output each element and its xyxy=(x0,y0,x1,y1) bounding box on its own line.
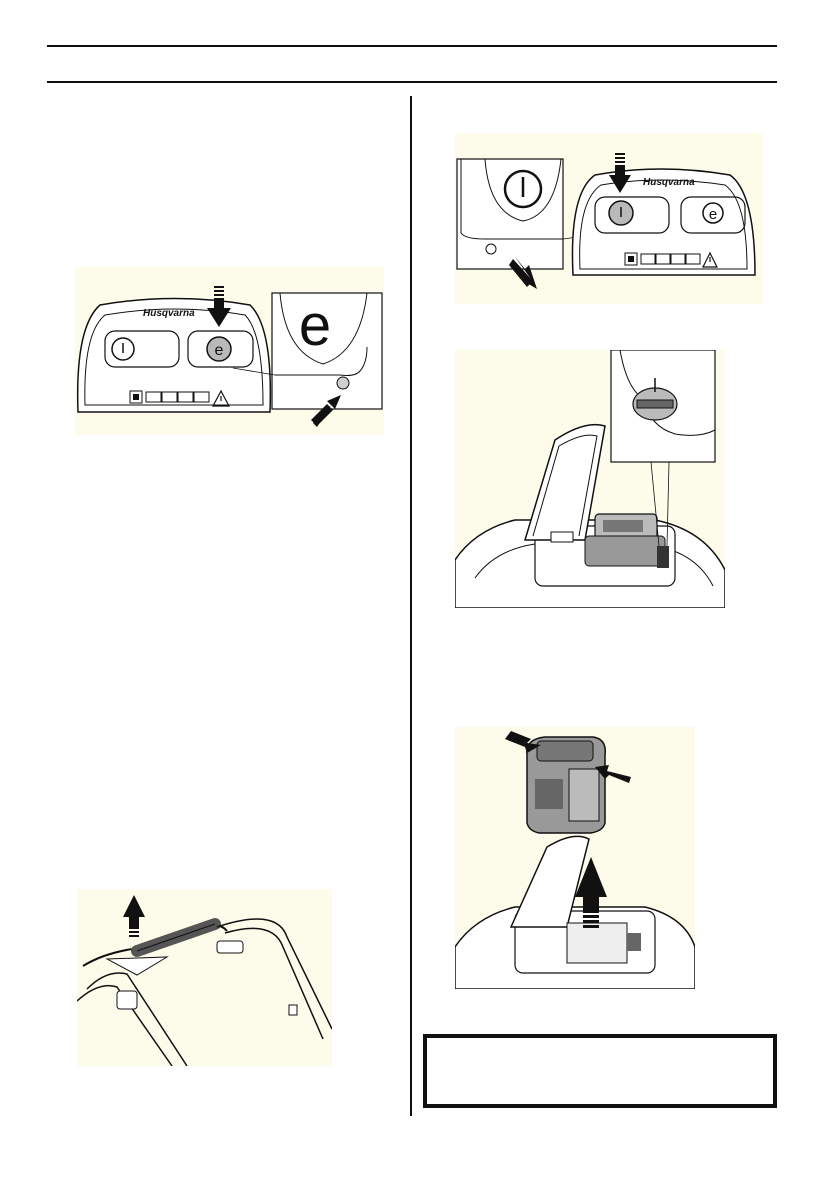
battery-icon xyxy=(527,737,605,833)
column-divider xyxy=(410,96,412,1116)
figure-handle xyxy=(77,889,332,1066)
eco-icon: e xyxy=(703,203,723,223)
up-arrow-icon xyxy=(123,895,145,937)
header-rule-bottom xyxy=(47,81,777,83)
power-icon xyxy=(112,338,134,360)
eco-icon: e xyxy=(207,337,231,361)
figure-power-button: e Husqvarna xyxy=(455,133,763,304)
warning-box xyxy=(423,1034,777,1108)
eco-button-glyph: e xyxy=(215,342,224,359)
figure-battery-compartment xyxy=(455,350,725,608)
eco-button-glyph: e xyxy=(709,206,717,223)
brand-logo: Husqvarna xyxy=(143,308,195,319)
header-rule-top xyxy=(47,45,777,47)
figure-eco-button: e Husqvarna e xyxy=(75,267,384,435)
eco-zoom-glyph: e xyxy=(299,293,331,358)
figure-battery-removal xyxy=(455,727,695,989)
brand-logo: Husqvarna xyxy=(643,177,695,188)
power-icon xyxy=(609,201,633,225)
